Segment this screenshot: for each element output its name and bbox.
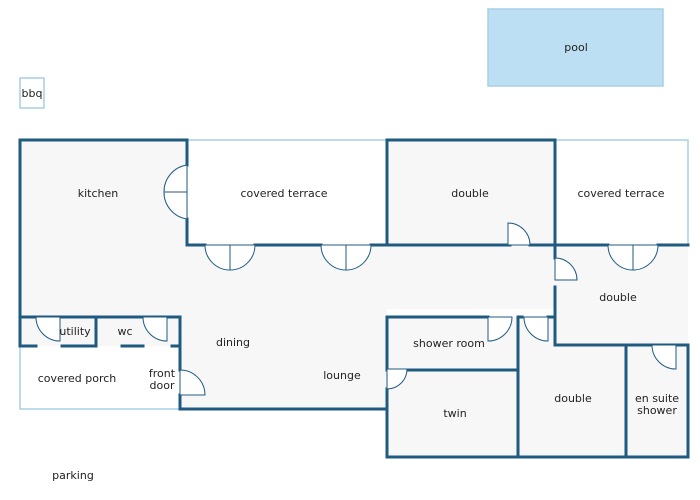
front-door-label-line1: front: [149, 367, 176, 380]
bbq-label: bbq: [22, 87, 43, 100]
lounge-label: lounge: [323, 369, 361, 382]
pool: [487, 8, 664, 87]
walls: [18, 138, 690, 459]
wc-label: wc: [117, 325, 132, 338]
double-bedroom-right-label: double: [599, 291, 637, 304]
covered-porch-label: covered porch: [38, 372, 117, 385]
utility-label: utility: [59, 325, 91, 338]
en-suite-label-line1: en suite: [635, 392, 679, 405]
en-suite-label-line2: shower: [637, 404, 677, 417]
pool-label: pool: [564, 41, 588, 54]
covered-terrace-right-label: covered terrace: [577, 187, 664, 200]
shower-room-label: shower room: [413, 337, 485, 350]
twin-bedroom-label: twin: [443, 407, 466, 420]
double-bedroom-bottom-label: double: [554, 392, 592, 405]
door-swings: [35, 164, 677, 396]
parking-label: parking: [52, 469, 94, 482]
dining-label: dining: [216, 336, 250, 349]
interior-floor: [20, 140, 688, 457]
front-door-label-line2: door: [150, 379, 175, 392]
double-bedroom-top-label: double: [451, 187, 489, 200]
bbq: [19, 77, 45, 109]
outdoor-outlines: [19, 139, 689, 410]
kitchen-label: kitchen: [78, 187, 119, 200]
covered-terrace-left-label: covered terrace: [240, 187, 327, 200]
